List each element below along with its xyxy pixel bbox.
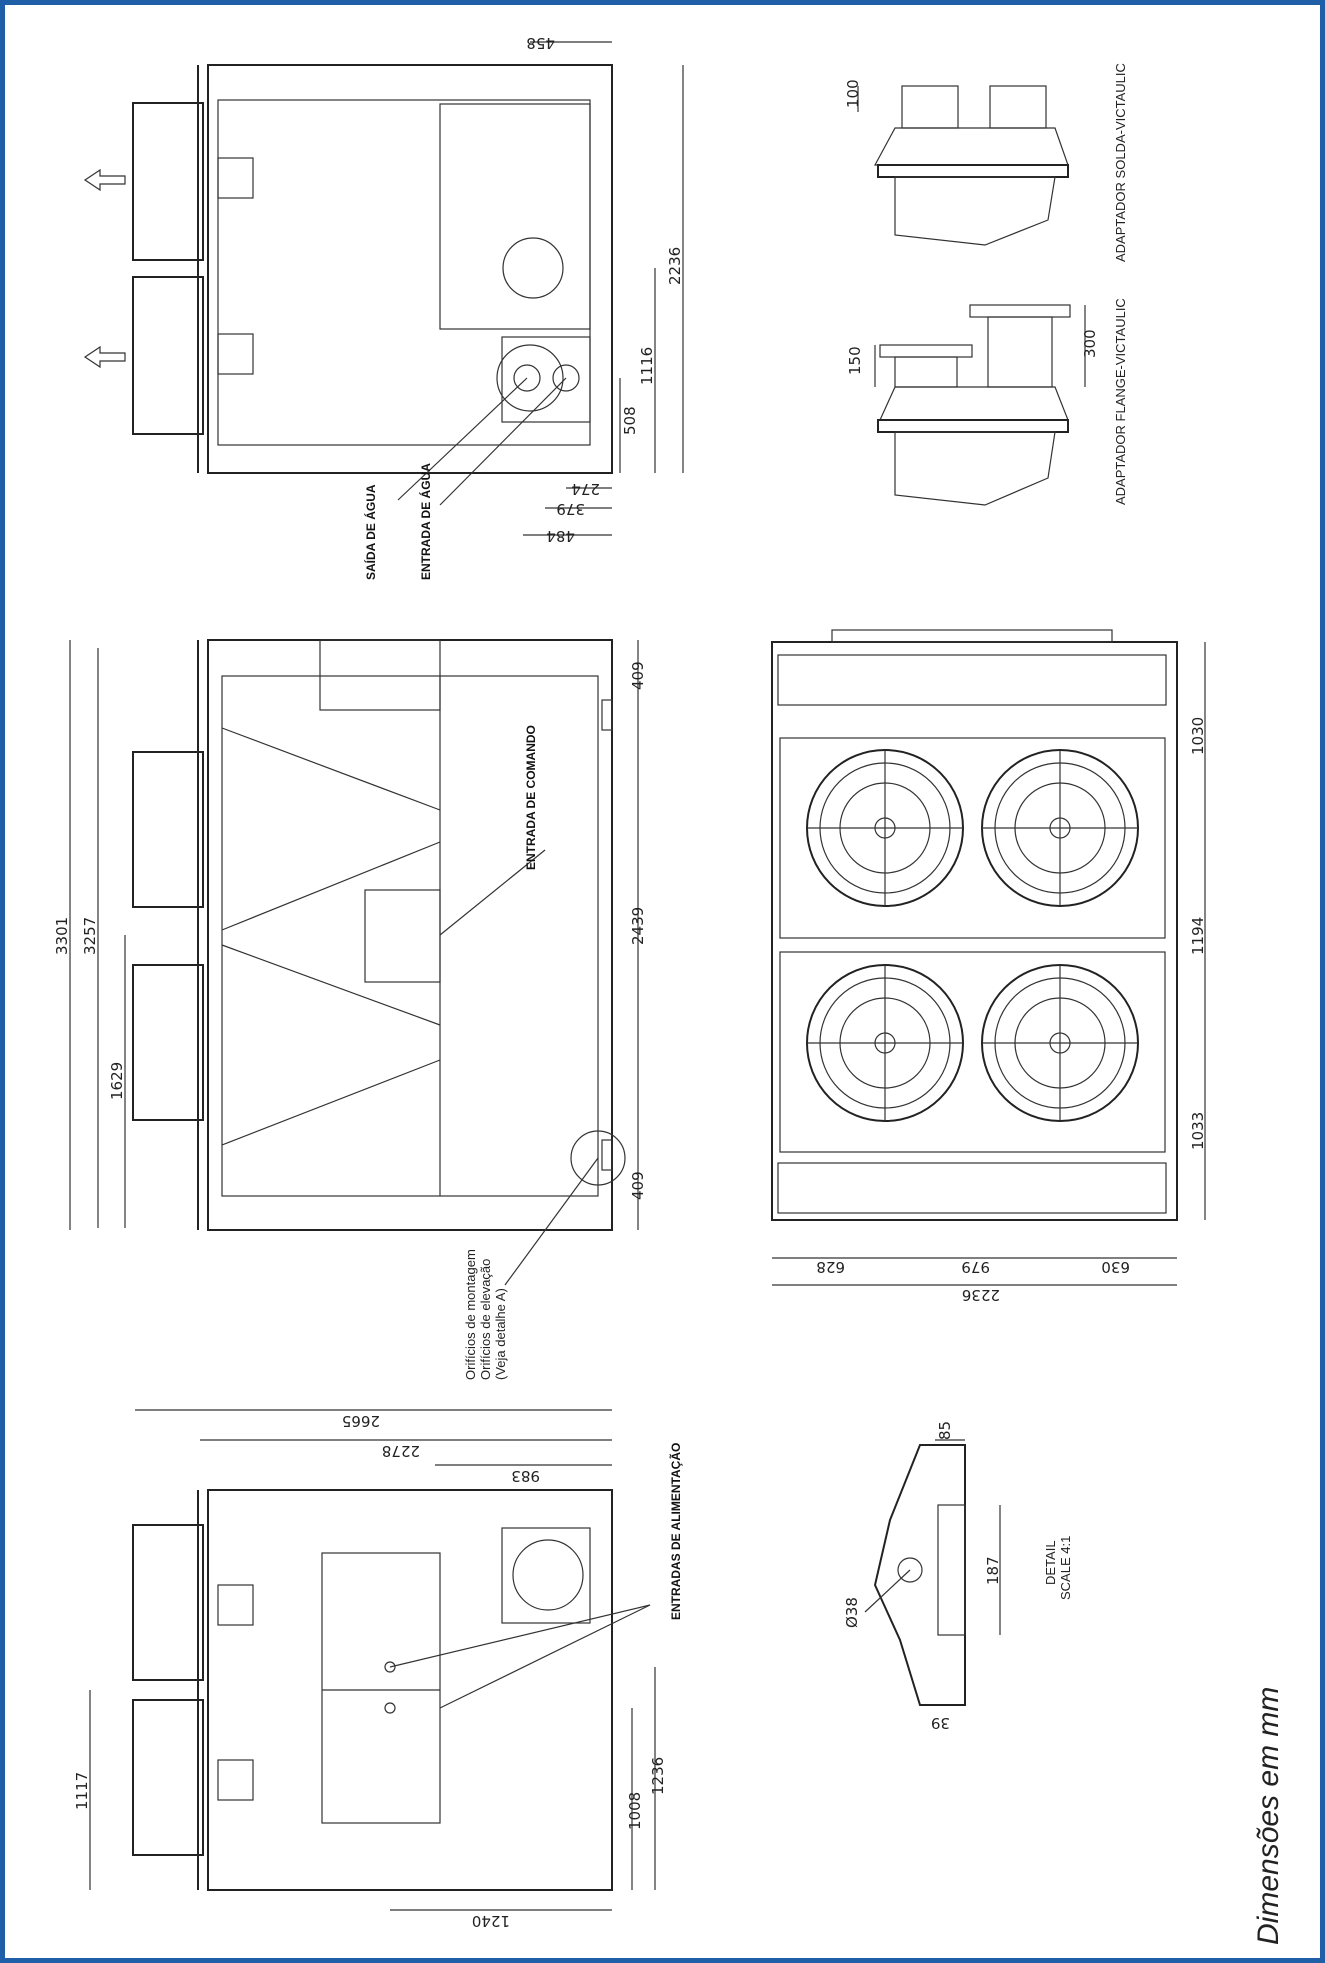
- fan-3: [806, 964, 964, 1122]
- detail-a: [864, 1439, 1001, 1706]
- dim-85: 85: [936, 1421, 954, 1440]
- detail-scale: SCALE 4:1: [1058, 1536, 1073, 1600]
- dim-1033: 1033: [1189, 1112, 1207, 1150]
- note-orificios-elevacao: Orifícios de elevação: [478, 1259, 493, 1380]
- dim-979: 979: [961, 1258, 990, 1276]
- dim-508: 508: [621, 406, 639, 435]
- end-view: [89, 1409, 656, 1911]
- dim-39: 39: [931, 1714, 950, 1732]
- units-note: Dimensões em mm: [1252, 1686, 1285, 1945]
- dim-300: 300: [1081, 329, 1099, 358]
- dim-100: 100: [844, 79, 862, 108]
- adapter-flange: [874, 304, 1086, 506]
- note-orificios-montagem: Orifícios de montagem: [463, 1249, 478, 1380]
- label-entrada-agua: ENTRADA DE ÁGUA: [418, 463, 433, 580]
- dim-1629: 1629: [108, 1062, 126, 1100]
- dim-phi38: Ø38: [843, 1597, 861, 1628]
- dim-1240: 1240: [472, 1912, 510, 1930]
- dim-1117: 1117: [73, 1772, 91, 1810]
- dim-3301: 3301: [53, 917, 71, 955]
- dim-187: 187: [984, 1556, 1002, 1585]
- fan-1: [806, 749, 964, 907]
- dim-630: 630: [1101, 1258, 1130, 1276]
- label-saida-agua: SAÍDA DE ÁGUA: [363, 484, 378, 580]
- dim-484: 484: [546, 527, 575, 545]
- dim-2665: 2665: [342, 1412, 380, 1430]
- dim-409-bottom: 409: [629, 1171, 647, 1200]
- label-entrada-comando: ENTRADA DE COMANDO: [524, 725, 538, 870]
- label-adaptador-flange: ADAPTADOR FLANGE-VICTAULIC: [1113, 298, 1128, 505]
- dim-1236: 1236: [649, 1757, 667, 1795]
- dim-2236-top: 2236: [666, 247, 684, 285]
- dim-274: 274: [571, 480, 600, 498]
- dim-2439: 2439: [629, 907, 647, 945]
- dim-1194: 1194: [1189, 917, 1207, 955]
- detail-title: DETAIL: [1043, 1540, 1058, 1585]
- dim-1030: 1030: [1189, 717, 1207, 755]
- top-view: [83, 41, 684, 536]
- adapter-solda: [857, 85, 1069, 246]
- label-adaptador-solda: ADAPTADOR SOLDA-VICTAULIC: [1113, 63, 1128, 262]
- dim-1116: 1116: [638, 347, 656, 385]
- dim-2236-fan: 2236: [962, 1286, 1000, 1304]
- dim-379: 379: [556, 500, 585, 518]
- fan-4: [981, 964, 1139, 1122]
- dim-1008: 1008: [626, 1792, 644, 1830]
- dim-2278: 2278: [382, 1442, 420, 1460]
- note-veja-detalhe: (Veja detalhe A): [493, 1288, 508, 1380]
- label-entradas-alimentacao: ENTRADAS DE ALIMENTAÇÃO: [668, 1443, 683, 1620]
- dim-983: 983: [511, 1467, 540, 1485]
- dim-409-top: 409: [629, 661, 647, 690]
- dim-628: 628: [816, 1258, 845, 1276]
- fan-view: [771, 629, 1206, 1286]
- dim-3257: 3257: [81, 917, 99, 955]
- side-view: [69, 639, 639, 1286]
- dim-150: 150: [846, 346, 864, 375]
- dim-458: 458: [526, 34, 555, 52]
- fan-2: [981, 749, 1139, 907]
